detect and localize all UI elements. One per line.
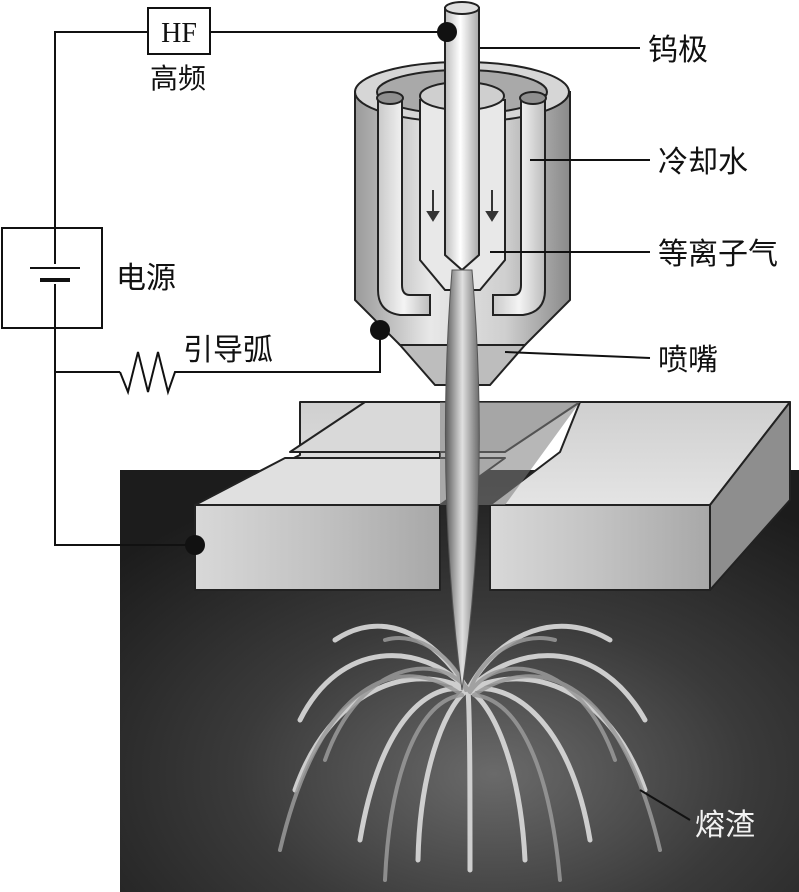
slag-label: 熔渣 bbox=[695, 808, 755, 843]
hf-label: 高频 bbox=[150, 62, 206, 95]
power-source bbox=[1, 227, 103, 329]
nozzle-connection-dot bbox=[370, 320, 390, 340]
electrode-label: 钨极 bbox=[648, 33, 708, 68]
tungsten-electrode bbox=[444, 1, 480, 272]
power-label: 电源 bbox=[116, 261, 176, 296]
hf-box-text: HF bbox=[161, 18, 197, 49]
leader-lines bbox=[480, 47, 691, 821]
pilot-arc-label: 引导弧 bbox=[183, 333, 273, 368]
workpiece-left bbox=[194, 401, 581, 591]
hf-box bbox=[147, 7, 211, 55]
cooling-water-label: 冷却水 bbox=[658, 145, 748, 180]
workpiece-right bbox=[489, 401, 791, 591]
plasma-jet bbox=[444, 269, 480, 691]
workpiece-connection-dot bbox=[185, 535, 205, 555]
circuit-wires bbox=[54, 31, 445, 546]
electrode-connection-dot bbox=[437, 22, 457, 42]
gas-flow-arrows bbox=[426, 190, 499, 222]
slag-sparks bbox=[278, 623, 662, 882]
plasma-gas-label: 等离子气 bbox=[658, 237, 778, 272]
nozzle-label: 喷嘴 bbox=[658, 343, 718, 378]
